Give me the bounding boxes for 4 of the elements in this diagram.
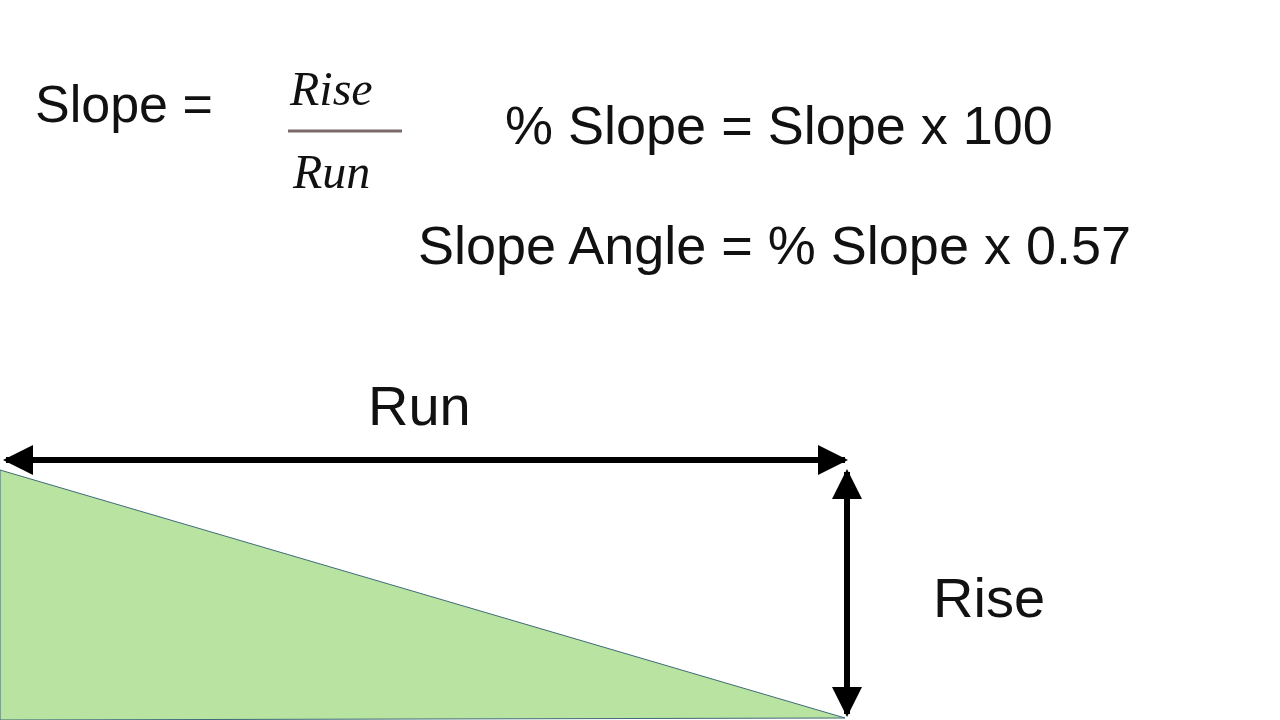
numerator-text: Rise xyxy=(290,65,373,113)
dimension-label: Rise xyxy=(933,570,1046,626)
dimension-label: Run xyxy=(368,378,471,434)
denominator-text: Run xyxy=(293,148,371,196)
